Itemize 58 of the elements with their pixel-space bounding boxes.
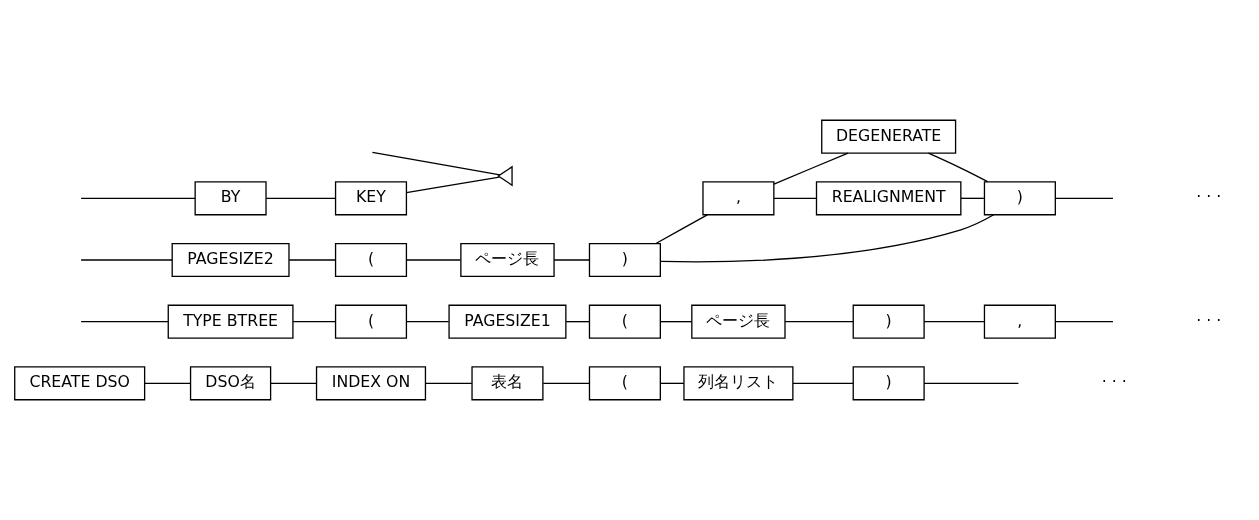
node-box: TYPE BTREE (167, 304, 294, 339)
connector (1054, 197, 1114, 199)
connector (80, 259, 173, 261)
connector (292, 321, 337, 323)
connector (265, 197, 336, 199)
connector (405, 321, 450, 323)
node-box: , (702, 181, 775, 216)
node-box: , (983, 304, 1056, 339)
connector (405, 176, 501, 194)
node-box: ページ長 (460, 242, 555, 278)
connector (773, 197, 817, 199)
node-box: PAGESIZE2 (171, 242, 290, 278)
label: · · · (1101, 372, 1127, 392)
node-box: ( (334, 304, 408, 339)
connector (553, 259, 590, 261)
node-box: ページ長 (691, 304, 786, 339)
node-box: ( (588, 304, 661, 339)
connector (405, 259, 462, 261)
connector (660, 382, 685, 384)
node-box: ) (852, 304, 925, 339)
node-box: BY (194, 181, 267, 216)
node-box: CREATE DSO (14, 366, 146, 401)
node-box: DSO名 (189, 366, 272, 401)
connector (288, 259, 336, 261)
connector (923, 321, 985, 323)
node-box: ) (588, 242, 661, 278)
node-box: DEGENERATE (821, 119, 957, 154)
connector (80, 197, 196, 199)
connector (371, 151, 501, 176)
node-box: REALIGNMENT (815, 181, 962, 216)
node-box: ) (852, 366, 925, 401)
connector (424, 382, 473, 384)
node-box: PAGESIZE1 (448, 304, 567, 339)
connector (660, 214, 995, 263)
connector (927, 152, 989, 183)
connector (270, 382, 317, 384)
connector (784, 321, 854, 323)
connector (660, 321, 693, 323)
label: · · · (1196, 187, 1222, 207)
node-triangle (497, 165, 513, 187)
connector (923, 382, 1020, 384)
node-box: 列名リスト (683, 366, 794, 401)
connector (960, 197, 985, 199)
connector (144, 382, 192, 384)
connector (773, 152, 849, 185)
node-box: KEY (334, 181, 408, 216)
node-box: INDEX ON (315, 366, 427, 401)
connector (655, 214, 708, 245)
node-box: ) (983, 181, 1056, 216)
node-box: ( (588, 366, 661, 401)
connector (80, 321, 169, 323)
connector (542, 382, 590, 384)
connector (1054, 321, 1114, 323)
node-box: ( (334, 242, 408, 278)
label: · · · (1196, 310, 1222, 330)
node-box: 表名 (471, 366, 544, 401)
connector (792, 382, 854, 384)
connector (565, 321, 590, 323)
